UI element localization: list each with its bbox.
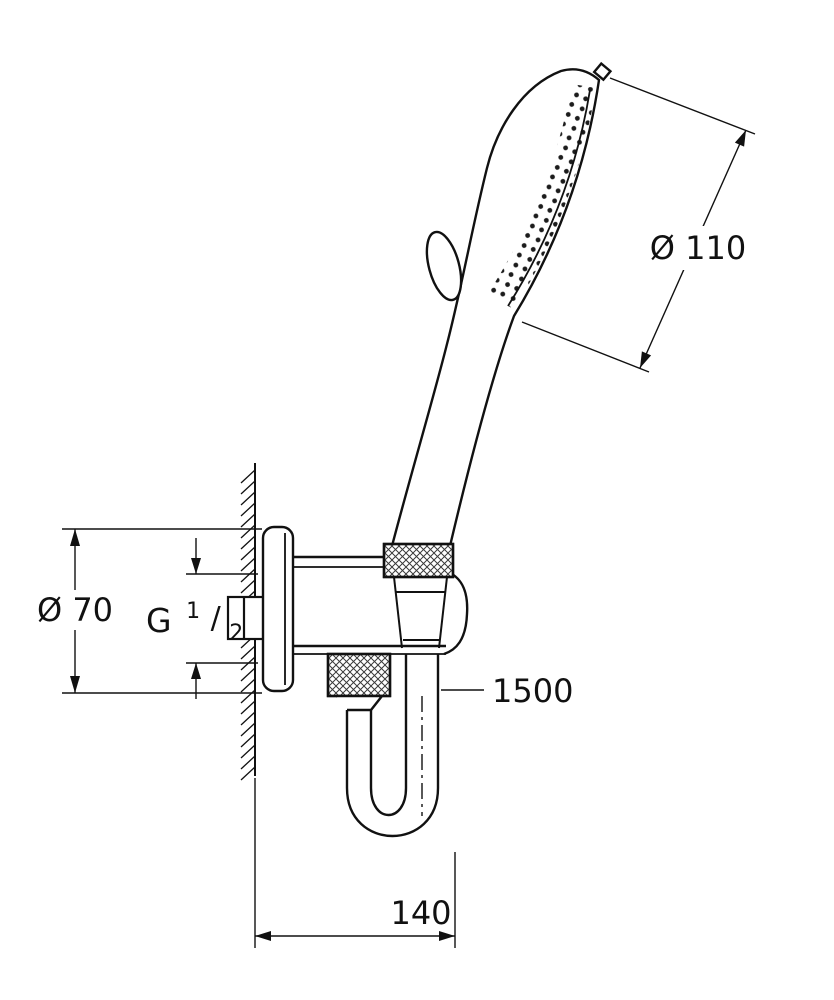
thread-denominator: 2 — [229, 621, 243, 646]
dimension-lines — [33, 77, 763, 948]
spray-mode-button — [425, 230, 463, 302]
thread-letter: G — [146, 601, 172, 640]
handle-connector — [393, 576, 448, 649]
dimension-head-diameter — [521, 77, 763, 373]
label-thread: G 1 / 2 — [146, 587, 243, 646]
wall-escutcheon — [261, 525, 295, 693]
label-wall-offset: 140 — [390, 894, 451, 932]
label-hose-length: 1500 — [492, 672, 573, 710]
dimension-escutcheon-diameter — [33, 528, 262, 694]
label-head-diameter: Ø 110 — [650, 229, 746, 267]
hose-nut — [326, 652, 392, 698]
label-escutcheon-diameter: Ø 70 — [37, 591, 113, 629]
spray-face-rim — [507, 89, 591, 307]
thread-numerator: 1 — [186, 599, 200, 624]
dimension-labels: Ø 110 Ø 70 G 1 / 2 1500 140 — [37, 229, 746, 932]
shower-hose — [326, 652, 440, 837]
spray-face — [489, 84, 596, 310]
handle-knurl-ring — [382, 542, 455, 579]
dimension-thread — [186, 538, 258, 699]
hand-shower — [382, 61, 613, 649]
head-pivot-nub — [592, 61, 613, 82]
dimension-wall-offset — [254, 778, 456, 948]
thread-slash: / — [211, 601, 222, 636]
